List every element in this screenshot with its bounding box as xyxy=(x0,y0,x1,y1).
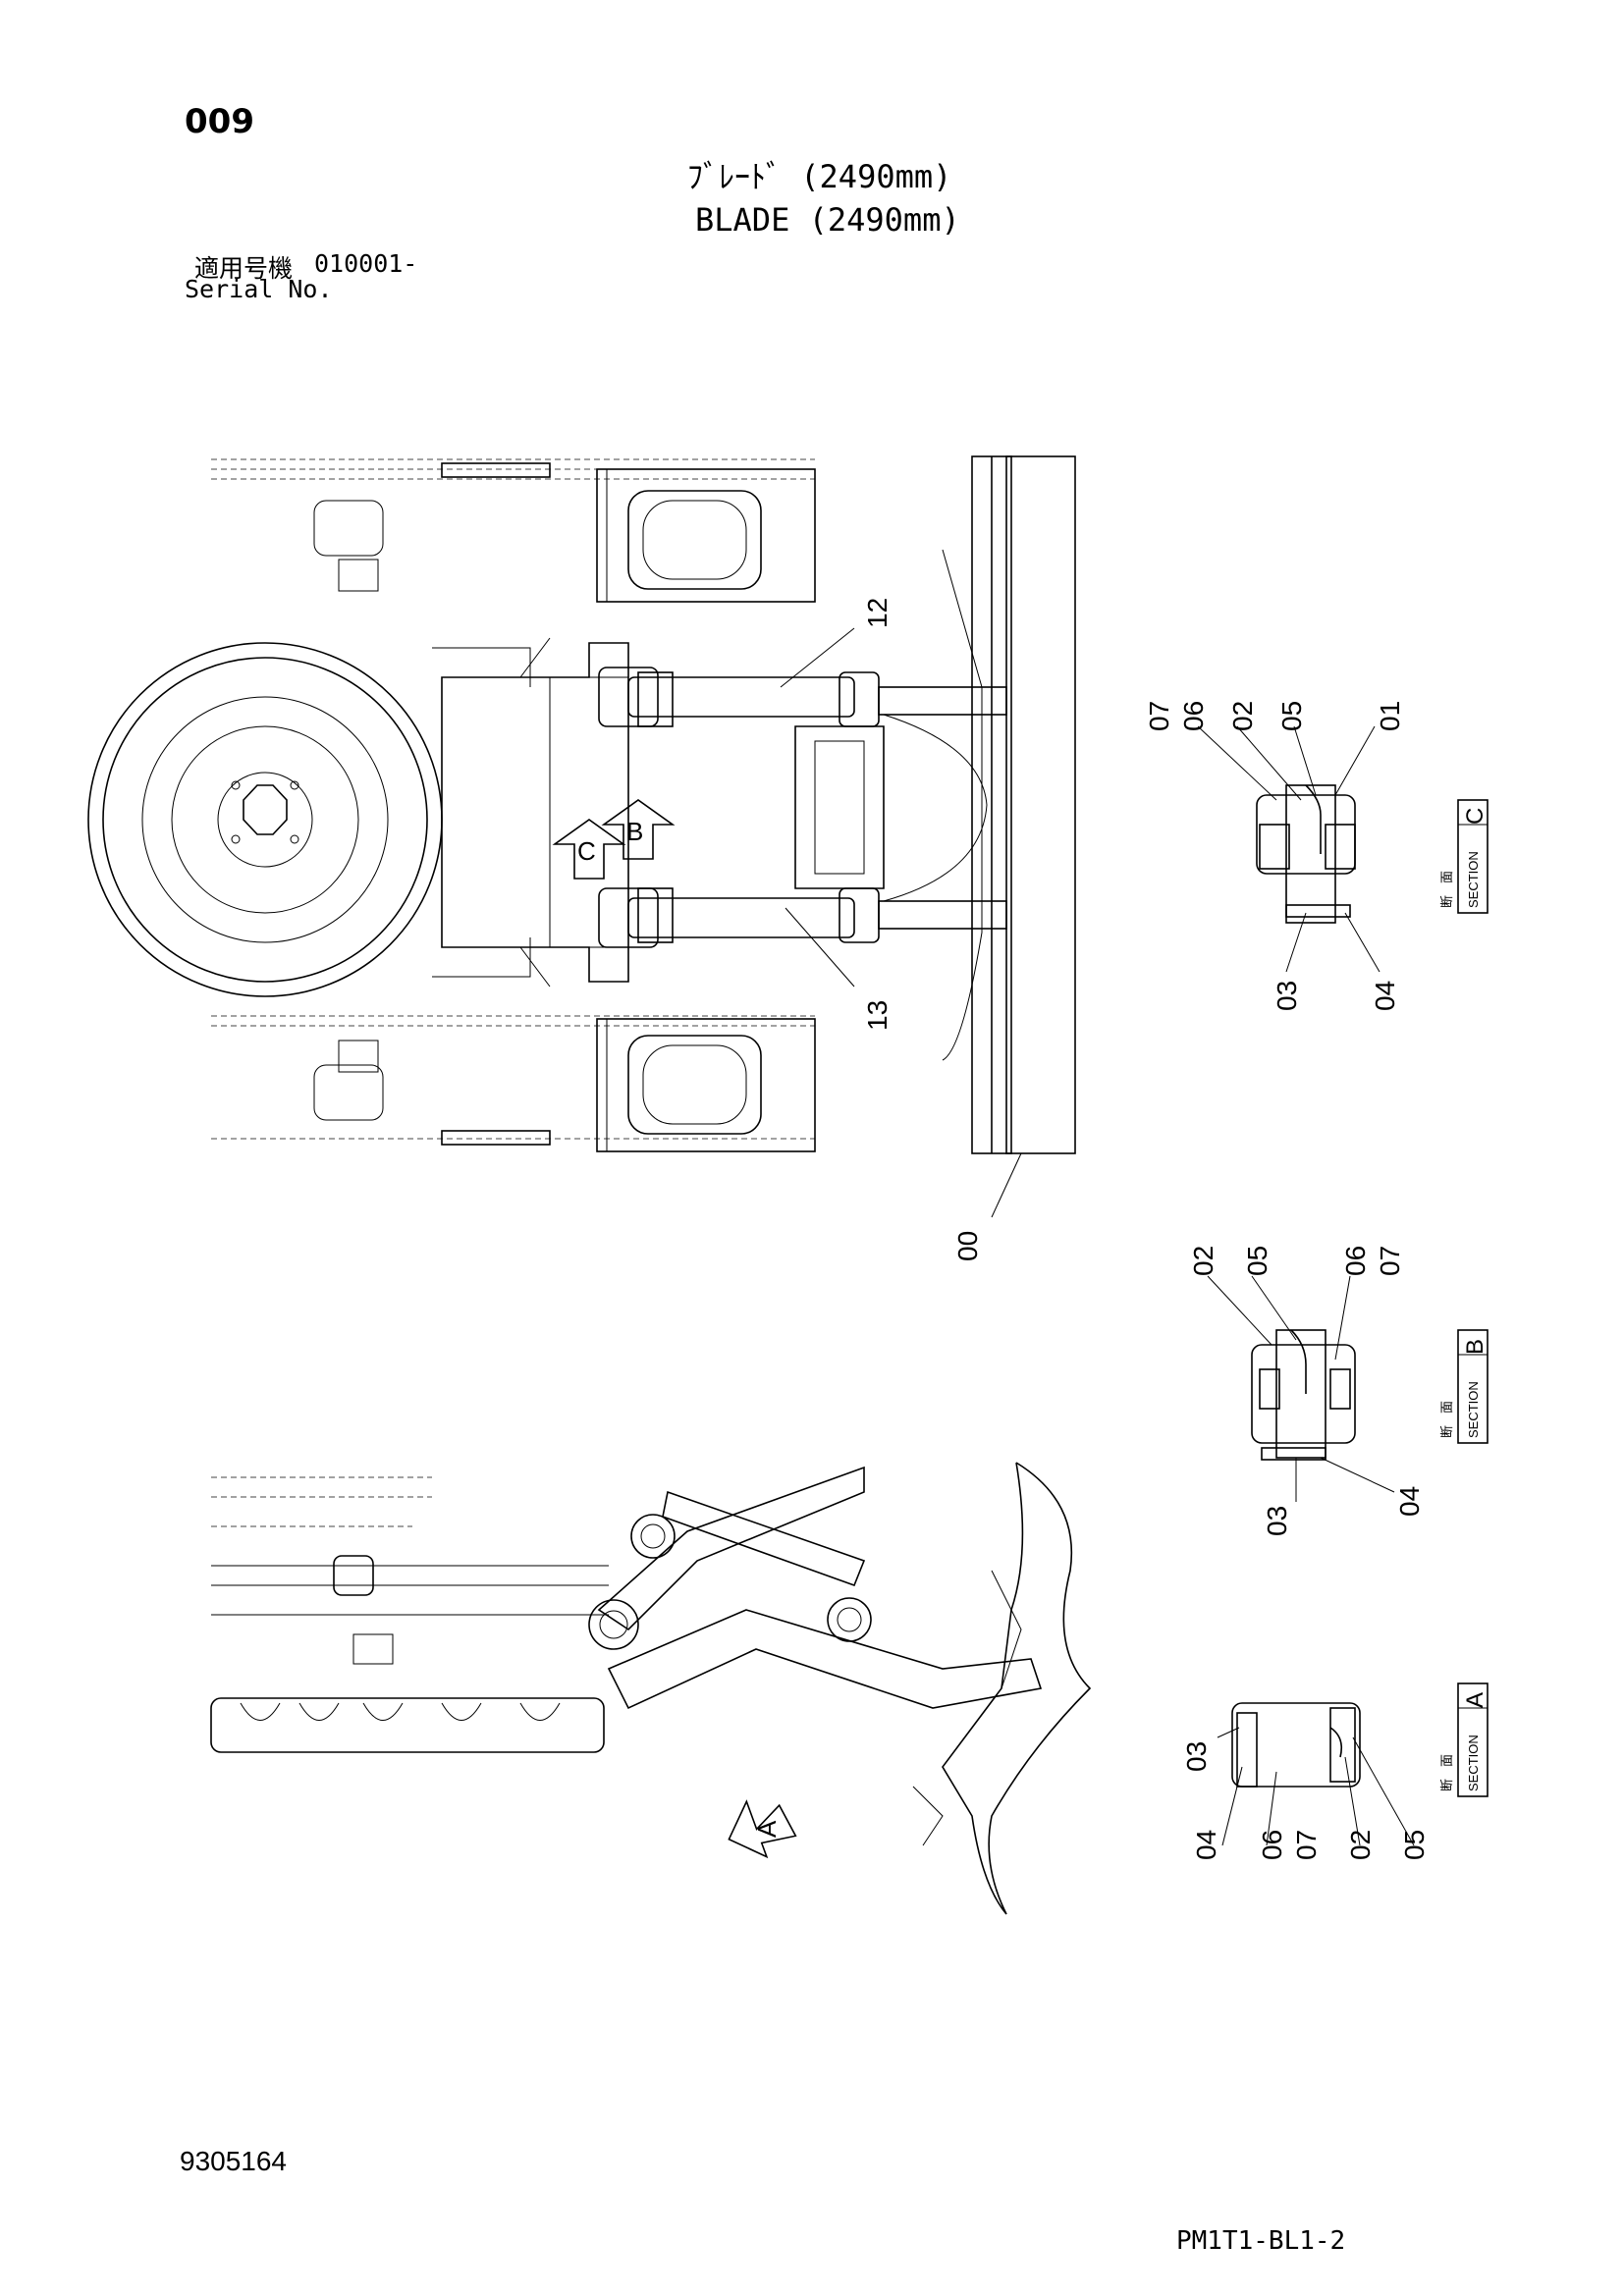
section-b-detail xyxy=(1207,1275,1395,1502)
section-marker-jp-1: 断 xyxy=(1439,895,1454,908)
view-arrow-b-letter: B xyxy=(626,817,643,846)
side-view: A xyxy=(210,1462,1092,1915)
section-marker-jp-2: 面 xyxy=(1439,871,1454,883)
section-a-label-06: 06 xyxy=(1257,1830,1287,1860)
part-label-13: 13 xyxy=(862,1000,893,1031)
section-a-label-03: 03 xyxy=(1181,1741,1212,1772)
title-english: BLADE (2490mm) xyxy=(695,201,960,239)
section-c-detail xyxy=(1197,725,1380,973)
title-japanese: ﾌﾞﾚｰﾄﾞ (2490mm) xyxy=(687,158,952,195)
section-c-label-06: 06 xyxy=(1178,701,1209,731)
section-c-label-01: 01 xyxy=(1375,701,1405,731)
section-b-label-06: 06 xyxy=(1340,1246,1371,1276)
page-number: 009 xyxy=(185,102,254,141)
section-c-label-05: 05 xyxy=(1276,701,1307,731)
section-c-label-04: 04 xyxy=(1370,981,1400,1011)
section-marker-jp-2: 面 xyxy=(1439,1754,1454,1767)
section-marker-jp-2: 面 xyxy=(1439,1401,1454,1414)
section-a-label-05: 05 xyxy=(1399,1830,1430,1860)
view-arrow-c-letter: C xyxy=(577,836,596,866)
section-a-label-04: 04 xyxy=(1191,1830,1221,1860)
serial-label-japanese: 適用号機 xyxy=(194,254,294,283)
serial-label-english: Serial No. xyxy=(185,275,333,303)
section-a-label-02: 02 xyxy=(1345,1830,1376,1860)
section-b-label-02: 02 xyxy=(1188,1246,1218,1276)
section-marker-jp-1: 断 xyxy=(1439,1425,1454,1438)
section-b-marker: B 断 面 SECTION xyxy=(1439,1329,1489,1444)
section-a-label-07: 07 xyxy=(1291,1830,1322,1860)
section-b-label-05: 05 xyxy=(1242,1246,1272,1276)
section-c-letter: C xyxy=(1462,808,1489,825)
part-label-00: 00 xyxy=(952,1231,983,1261)
section-a-letter: A xyxy=(1462,1692,1489,1708)
section-marker-en: SECTION xyxy=(1466,1735,1481,1791)
part-label-12: 12 xyxy=(862,598,893,628)
section-c-label-02: 02 xyxy=(1227,701,1258,731)
section-marker-en: SECTION xyxy=(1466,1381,1481,1438)
plan-view: C B xyxy=(87,455,1076,1218)
section-c-label-07: 07 xyxy=(1144,701,1174,731)
section-a-marker: A 断 面 SECTION xyxy=(1439,1682,1489,1797)
section-b-label-04: 04 xyxy=(1394,1486,1425,1517)
section-b-letter: B xyxy=(1462,1339,1489,1355)
page-code: PM1T1-BL1-2 xyxy=(1176,2226,1346,2256)
view-arrow-a-letter: A xyxy=(752,1820,782,1838)
section-a-detail xyxy=(1217,1702,1415,1846)
section-b-label-07: 07 xyxy=(1375,1246,1405,1276)
section-c-marker: C 断 面 SECTION xyxy=(1439,799,1489,914)
serial-number-value: 010001- xyxy=(314,249,418,278)
section-marker-en: SECTION xyxy=(1466,851,1481,908)
section-b-label-03: 03 xyxy=(1262,1506,1292,1536)
section-c-label-03: 03 xyxy=(1272,981,1302,1011)
document-number: 9305164 xyxy=(180,2146,288,2176)
section-marker-jp-1: 断 xyxy=(1439,1779,1454,1791)
